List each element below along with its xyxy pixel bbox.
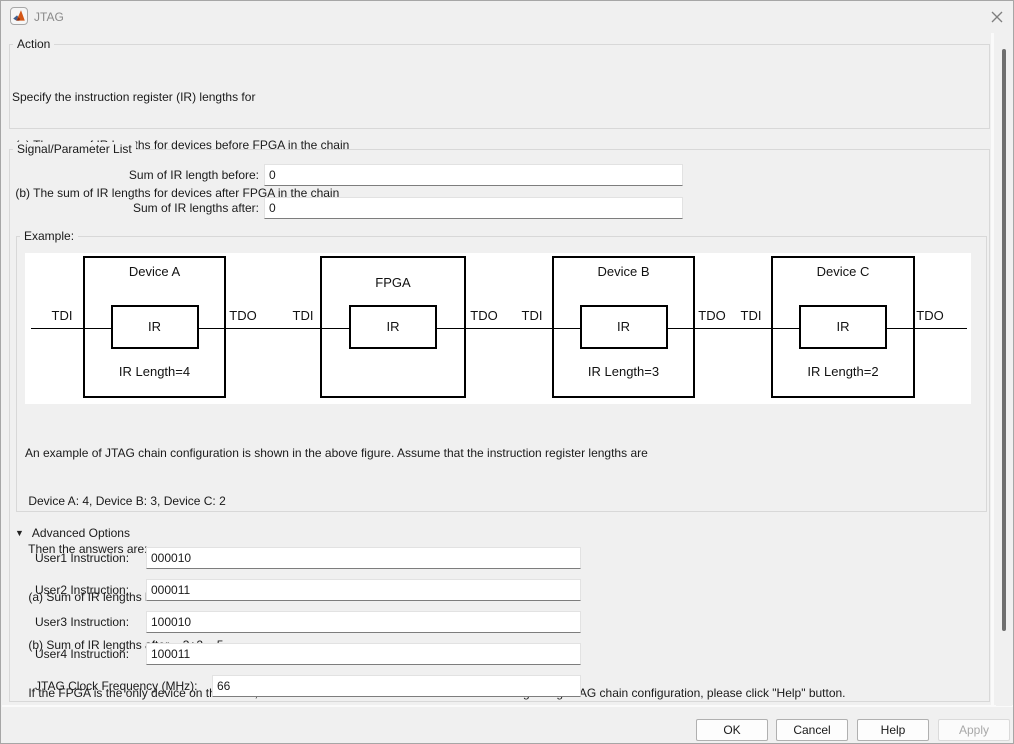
titlebar: JTAG <box>1 1 1013 32</box>
fpga-box: FPGA IR <box>320 256 466 398</box>
signal-parameter-legend: Signal/Parameter List <box>13 142 136 157</box>
help-button[interactable]: Help <box>857 719 929 741</box>
user4-instruction-input[interactable] <box>146 643 581 665</box>
jtag-clock-frequency-label: JTAG Clock Frequency (MHz): <box>35 679 198 693</box>
viewport-right-edge <box>991 33 994 706</box>
example-note-line: An example of JTAG chain configuration i… <box>25 446 648 460</box>
ir-length-label: IR Length=2 <box>807 364 879 379</box>
collapse-triangle-icon: ▼ <box>15 528 24 538</box>
example-groupbox: Example: Device A IR IR Length=4 FPGA IR… <box>16 229 987 700</box>
tdo-label: TDO <box>698 308 726 323</box>
device-name: Device C <box>816 264 870 279</box>
device-name: Device A <box>128 264 181 279</box>
tdo-label: TDO <box>470 308 498 323</box>
action-line: (b) The sum of IR lengths for devices af… <box>12 186 340 200</box>
ir-box: IR <box>110 305 199 349</box>
sum-ir-after-label: Sum of IR lengths after: <box>132 201 259 215</box>
ir-box: IR <box>349 305 437 349</box>
device-name: FPGA <box>375 275 411 290</box>
signal-parameter-groupbox: Signal/Parameter List Sum of IR length b… <box>9 142 990 702</box>
device-c-box: Device C IR IR Length=2 <box>771 256 915 398</box>
tdo-label: TDO <box>229 308 257 323</box>
device-b-box: Device B IR IR Length=3 <box>552 256 695 398</box>
tdi-label: TDI <box>292 308 314 323</box>
device-name: Device B <box>597 264 650 279</box>
jtag-clock-frequency-input[interactable] <box>212 675 581 697</box>
sum-ir-before-label: Sum of IR length before: <box>128 168 259 182</box>
viewport-bottom-edge <box>2 705 1013 707</box>
device-a-box: Device A IR IR Length=4 <box>83 256 226 398</box>
action-legend: Action <box>13 37 55 52</box>
advanced-options-toggle[interactable]: ▼ Advanced Options <box>15 525 130 541</box>
tdo-label: TDO <box>916 308 944 323</box>
cancel-button[interactable]: Cancel <box>776 719 848 741</box>
ir-box: IR <box>579 305 668 349</box>
ok-button[interactable]: OK <box>696 719 768 741</box>
ir-box: IR <box>799 305 887 349</box>
user1-instruction-input[interactable] <box>146 547 581 569</box>
jtag-chain-diagram: Device A IR IR Length=4 FPGA IR Device B… <box>25 253 971 404</box>
action-text: Specify the instruction register (IR) le… <box>12 57 349 233</box>
user2-instruction-label: User2 Instruction: <box>35 583 130 597</box>
close-icon[interactable] <box>988 8 1006 26</box>
tdi-label: TDI <box>740 308 762 323</box>
tdi-label: TDI <box>521 308 543 323</box>
user2-instruction-input[interactable] <box>146 579 581 601</box>
action-groupbox: Action Specify the instruction register … <box>9 37 990 200</box>
example-note-line: Then the answers are: <box>25 542 148 556</box>
user3-instruction-label: User3 Instruction: <box>35 615 130 629</box>
user4-instruction-label: User4 Instruction: <box>35 647 130 661</box>
ir-length-label: IR Length=3 <box>587 364 660 379</box>
tdi-label: TDI <box>51 308 73 323</box>
user3-instruction-input[interactable] <box>146 611 581 633</box>
example-note-line: Device A: 4, Device B: 3, Device C: 2 <box>25 494 226 508</box>
apply-button[interactable]: Apply <box>938 719 1010 741</box>
matlab-app-icon <box>10 7 28 25</box>
jtag-wire <box>31 328 967 329</box>
action-line: Specify the instruction register (IR) le… <box>12 90 256 104</box>
ir-length-label: IR Length=4 <box>118 364 191 379</box>
window-title: JTAG <box>34 10 64 24</box>
vertical-scrollbar-thumb[interactable] <box>1002 49 1006 631</box>
example-legend: Example: <box>20 229 79 244</box>
user1-instruction-label: User1 Instruction: <box>35 551 130 565</box>
sum-ir-before-input[interactable] <box>264 164 683 186</box>
advanced-options-label: Advanced Options <box>31 526 130 540</box>
sum-ir-after-input[interactable] <box>264 197 683 219</box>
